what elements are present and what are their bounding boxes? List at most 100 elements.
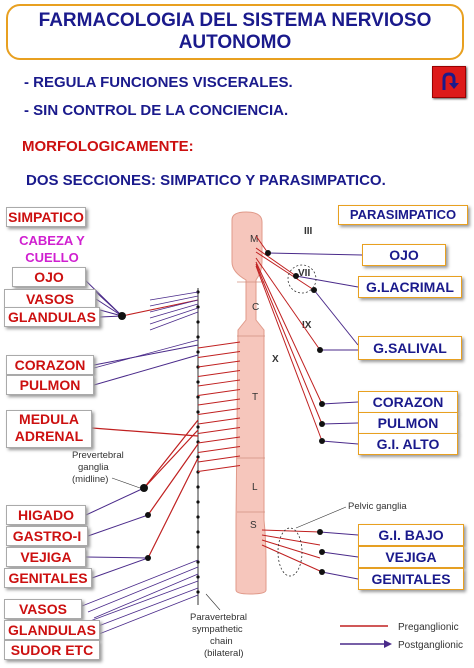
- symp-pulmon: PULMON: [6, 375, 94, 395]
- bullet-1: - REGULA FUNCIONES VISCERALES.: [24, 74, 293, 91]
- svg-text:(bilateral): (bilateral): [204, 648, 244, 659]
- cranial-nerve-x: X: [272, 354, 279, 365]
- para-post-ojo: [267, 252, 363, 256]
- chain-ganglion: [196, 500, 200, 504]
- paravertebral-pointer: [205, 593, 221, 611]
- symp-post-vejiga: [85, 556, 149, 559]
- legend-postganglionic-label: Postganglionic: [398, 640, 463, 651]
- symp-vasos: VASOS: [4, 289, 96, 309]
- symp-pre-fiber: [197, 351, 241, 358]
- symp-post-head-chain: [149, 307, 199, 325]
- symp-post-cardio-extra: [93, 339, 199, 369]
- para-genitales: GENITALES: [358, 568, 464, 590]
- chain-ganglion: [196, 335, 200, 339]
- chain-ganglion: [196, 575, 200, 579]
- para-post-lacrimal: [295, 275, 359, 288]
- pelvic-ganglion-1: [317, 529, 323, 535]
- symp-post-corazon: [93, 344, 199, 366]
- prevertebral-ganglion-1: [140, 484, 148, 492]
- bullet-2: - SIN CONTROL DE LA CONCIENCIA.: [24, 102, 289, 119]
- para-post-vejiga: [321, 551, 359, 558]
- para-pre-sacral: [261, 529, 321, 533]
- symp-post-head-chain: [149, 311, 199, 331]
- title-box: FARMACOLOGIA DEL SISTEMA NERVIOSO AUTONO…: [6, 4, 464, 60]
- page-title: FARMACOLOGIA DEL SISTEMA NERVIOSO AUTONO…: [38, 10, 432, 53]
- symp-pre-fiber: [197, 446, 241, 453]
- symp-post-head: [95, 291, 123, 317]
- symp-pre-to-prevert-3: [147, 443, 199, 516]
- para-gi-bajo: G.I. BAJO: [358, 524, 464, 546]
- svg-text:chain: chain: [210, 636, 233, 647]
- home-button[interactable]: [432, 66, 466, 98]
- symp-post-head: [95, 298, 123, 317]
- para-pre-sacral: [261, 534, 321, 546]
- chain-ganglion: [196, 545, 200, 549]
- chain-ganglion: [196, 530, 200, 534]
- symp-post-gastro: [87, 514, 149, 537]
- para-pre-vii: [255, 247, 297, 277]
- para-pre-iii: [255, 235, 269, 254]
- legend-postganglionic-arrow: [384, 640, 392, 648]
- chain-ganglia: [196, 290, 200, 594]
- paravertebral-annotation: Paravertebral sympathetic chain (bilater…: [190, 612, 247, 659]
- pelvic-ganglia-outline: [277, 527, 303, 577]
- symp-pre-fiber: [197, 465, 241, 472]
- symp-post-skin: [81, 580, 199, 625]
- symp-corazon: CORAZON: [6, 355, 94, 375]
- para-pre-sacral: [261, 539, 321, 559]
- cranial-nerve-ix: IX: [302, 320, 312, 331]
- chain-ganglion: [196, 395, 200, 399]
- cord-region-l: L: [252, 482, 258, 493]
- cranial-nerve-vii: VII: [298, 268, 310, 279]
- symp-post-higado: [85, 487, 145, 516]
- svg-text:Paravertebral: Paravertebral: [190, 612, 247, 623]
- para-gi-alto: G.I. ALTO: [358, 433, 458, 455]
- symp-gastro-i: GASTRO-I: [6, 526, 88, 546]
- symp-pre-fiber: [197, 427, 241, 434]
- morph-heading: MORFOLOGICAMENTE:: [22, 138, 194, 155]
- chain-ganglion: [196, 350, 200, 354]
- cervical-ganglion: [118, 312, 126, 320]
- parasympathetic-fibers: [255, 235, 363, 580]
- para-corazon: CORAZON: [358, 391, 458, 413]
- chain-ganglion: [196, 455, 200, 459]
- chain-ganglion: [196, 425, 200, 429]
- pelvic-ganglion-3: [319, 569, 325, 575]
- pulmonary-plexus-ganglion: [319, 421, 325, 427]
- para-post-pulmon: [321, 422, 359, 425]
- para-pre-ix: [255, 257, 321, 351]
- spinal-cord: [231, 211, 267, 595]
- cord-region-s: S: [250, 520, 257, 531]
- enteric-ganglion: [319, 438, 325, 444]
- symp-pre-to-adrenal: [91, 427, 199, 437]
- symp-vasos-2: VASOS: [4, 599, 82, 619]
- symp-ojo: OJO: [12, 267, 86, 287]
- otic-ganglion: [317, 347, 323, 353]
- para-post-gi-alto: [321, 440, 359, 445]
- para-pre-x-3: [255, 265, 323, 442]
- prevertebral-ganglion-3: [145, 555, 151, 561]
- para-post-genitales: [321, 571, 359, 580]
- symp-pre-cervical: [121, 299, 199, 317]
- cranial-ganglia-outline: [287, 264, 317, 294]
- symp-pre-fiber: [197, 341, 241, 349]
- para-pre-x-1: [255, 261, 323, 405]
- prevertebral-pointer: [111, 477, 141, 489]
- pelvic-annotation: Pelvic ganglia: [348, 501, 407, 512]
- symp-glandulas-2: GLANDULAS: [4, 620, 100, 640]
- chain-ganglion: [196, 470, 200, 474]
- cardiac-plexus-ganglion: [319, 401, 325, 407]
- symp-sudor: SUDOR ETC: [4, 640, 100, 660]
- symp-post-skin: [87, 587, 199, 631]
- sections-line: DOS SECCIONES: SIMPATICO Y PARASIMPATICO…: [26, 172, 386, 189]
- prevertebral-ganglion-2: [145, 512, 151, 518]
- pelvic-pointer: [295, 506, 347, 529]
- chain-ganglion: [196, 305, 200, 309]
- symp-pre-fiber: [197, 436, 241, 444]
- symp-post-skin: [93, 573, 199, 619]
- para-pre-vii-2: [255, 251, 315, 291]
- sympathetic-preganglionic-fibers: [91, 299, 241, 559]
- symp-pre-fiber: [197, 379, 241, 387]
